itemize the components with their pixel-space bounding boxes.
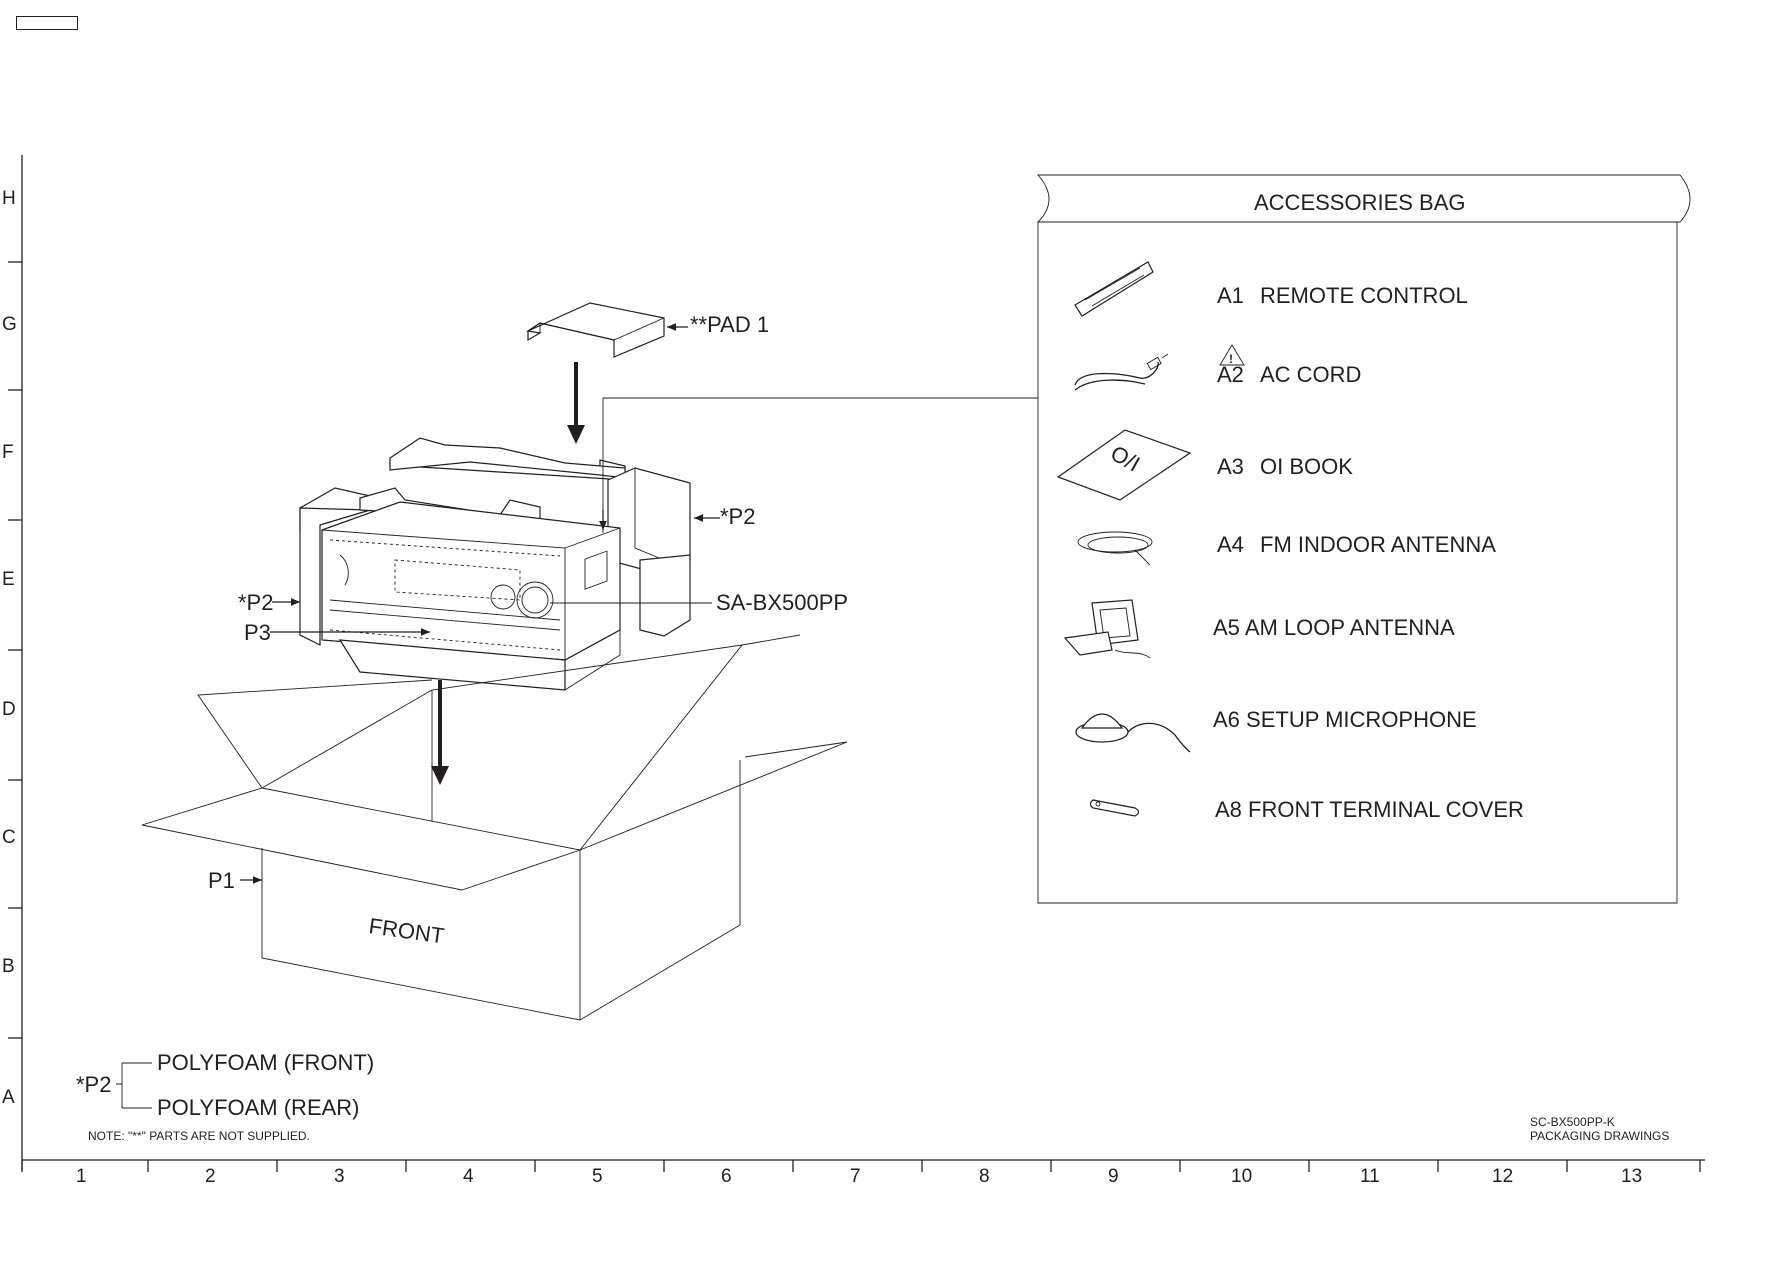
polyfoam-legend: *P2 POLYFOAM (FRONT) POLYFOAM (REAR) NOT…	[76, 1050, 374, 1143]
footer-model: SC-BX500PP-K	[1530, 1115, 1615, 1129]
ac-cord-icon	[1074, 353, 1169, 391]
p3-label: P3	[244, 620, 271, 645]
legend-item-rear: POLYFOAM (REAR)	[157, 1095, 360, 1120]
polyfoam-rear	[389, 437, 691, 637]
column-label: 6	[721, 1166, 732, 1187]
legend-note: NOTE: "**" PARTS ARE NOT SUPPLIED.	[88, 1129, 310, 1143]
insert-arrow-icon	[567, 362, 585, 444]
fm-antenna-icon	[1077, 531, 1153, 566]
row-labels: H G F E D C B A	[2, 188, 17, 1108]
column-label: 3	[334, 1166, 345, 1187]
acc-item-a3-label: OI BOOK	[1260, 454, 1353, 479]
acc-item-a2-code: A2	[1217, 362, 1244, 387]
acc-item-a5-label: A5 AM LOOP ANTENNA	[1213, 615, 1455, 640]
unit-model-label: SA-BX500PP	[716, 590, 848, 615]
p2-left-label: *P2	[238, 590, 273, 615]
acc-item-a4-label: FM INDOOR ANTENNA	[1260, 532, 1496, 557]
column-label: 10	[1231, 1166, 1252, 1187]
column-label: 11	[1360, 1166, 1380, 1187]
p1-label: P1	[208, 868, 235, 893]
p2-right-label: *P2	[720, 504, 755, 529]
row-label: E	[2, 569, 15, 590]
column-label: 12	[1492, 1166, 1513, 1187]
acc-item-a1-code: A1	[1217, 283, 1244, 308]
am-loop-antenna-icon	[1063, 599, 1151, 659]
column-label: 2	[205, 1166, 216, 1187]
column-label: 1	[76, 1166, 87, 1187]
drop-arrow-icon	[431, 680, 449, 785]
page-tab	[16, 16, 78, 30]
pad1-label: **PAD 1	[690, 312, 769, 337]
column-labels: 1 2 3 4 5 6 7 8 9 10 11 12 13	[76, 1166, 1642, 1187]
oi-book-icon: O/I	[1056, 429, 1192, 501]
svg-text:!: !	[1229, 352, 1233, 366]
column-label: 8	[979, 1166, 990, 1187]
column-label: 13	[1621, 1166, 1642, 1187]
row-label: B	[2, 956, 15, 977]
box-front-label: FRONT	[367, 913, 446, 948]
accessories-connector-line	[602, 397, 1038, 533]
column-label: 9	[1108, 1166, 1119, 1187]
acc-item-a8-label: A8 FRONT TERMINAL COVER	[1215, 797, 1524, 822]
acc-item-a6-label: A6 SETUP MICROPHONE	[1213, 707, 1477, 732]
acc-item-a4-code: A4	[1217, 532, 1244, 557]
accessories-bag-panel	[1036, 174, 1691, 904]
row-label: C	[2, 827, 16, 848]
column-label: 5	[592, 1166, 603, 1187]
warning-triangle-icon: !	[1219, 344, 1245, 366]
column-label: 4	[463, 1166, 474, 1187]
legend-item-front: POLYFOAM (FRONT)	[157, 1050, 374, 1075]
microphone-icon	[1075, 713, 1191, 753]
acc-item-a2-label: AC CORD	[1260, 362, 1361, 387]
footer-title: PACKAGING DRAWINGS	[1530, 1129, 1669, 1143]
unit-sa-bx500pp	[321, 501, 621, 691]
acc-item-a1-label: REMOTE CONTROL	[1260, 283, 1468, 308]
legend-ref: *P2	[76, 1072, 111, 1097]
row-label: G	[2, 314, 17, 335]
acc-item-a3-code: A3	[1217, 454, 1244, 479]
row-label: A	[2, 1087, 15, 1108]
accessories-bag-title: ACCESSORIES BAG	[1254, 190, 1466, 215]
row-label: D	[2, 699, 16, 720]
grid-frame	[8, 155, 1705, 1172]
carton-box-p1	[141, 634, 848, 1021]
terminal-cover-icon	[1089, 799, 1140, 817]
remote-control-icon	[1074, 261, 1154, 317]
row-label: F	[2, 442, 14, 463]
pad1-drawing	[525, 302, 665, 358]
row-label: H	[2, 188, 16, 209]
column-label: 7	[850, 1166, 861, 1187]
